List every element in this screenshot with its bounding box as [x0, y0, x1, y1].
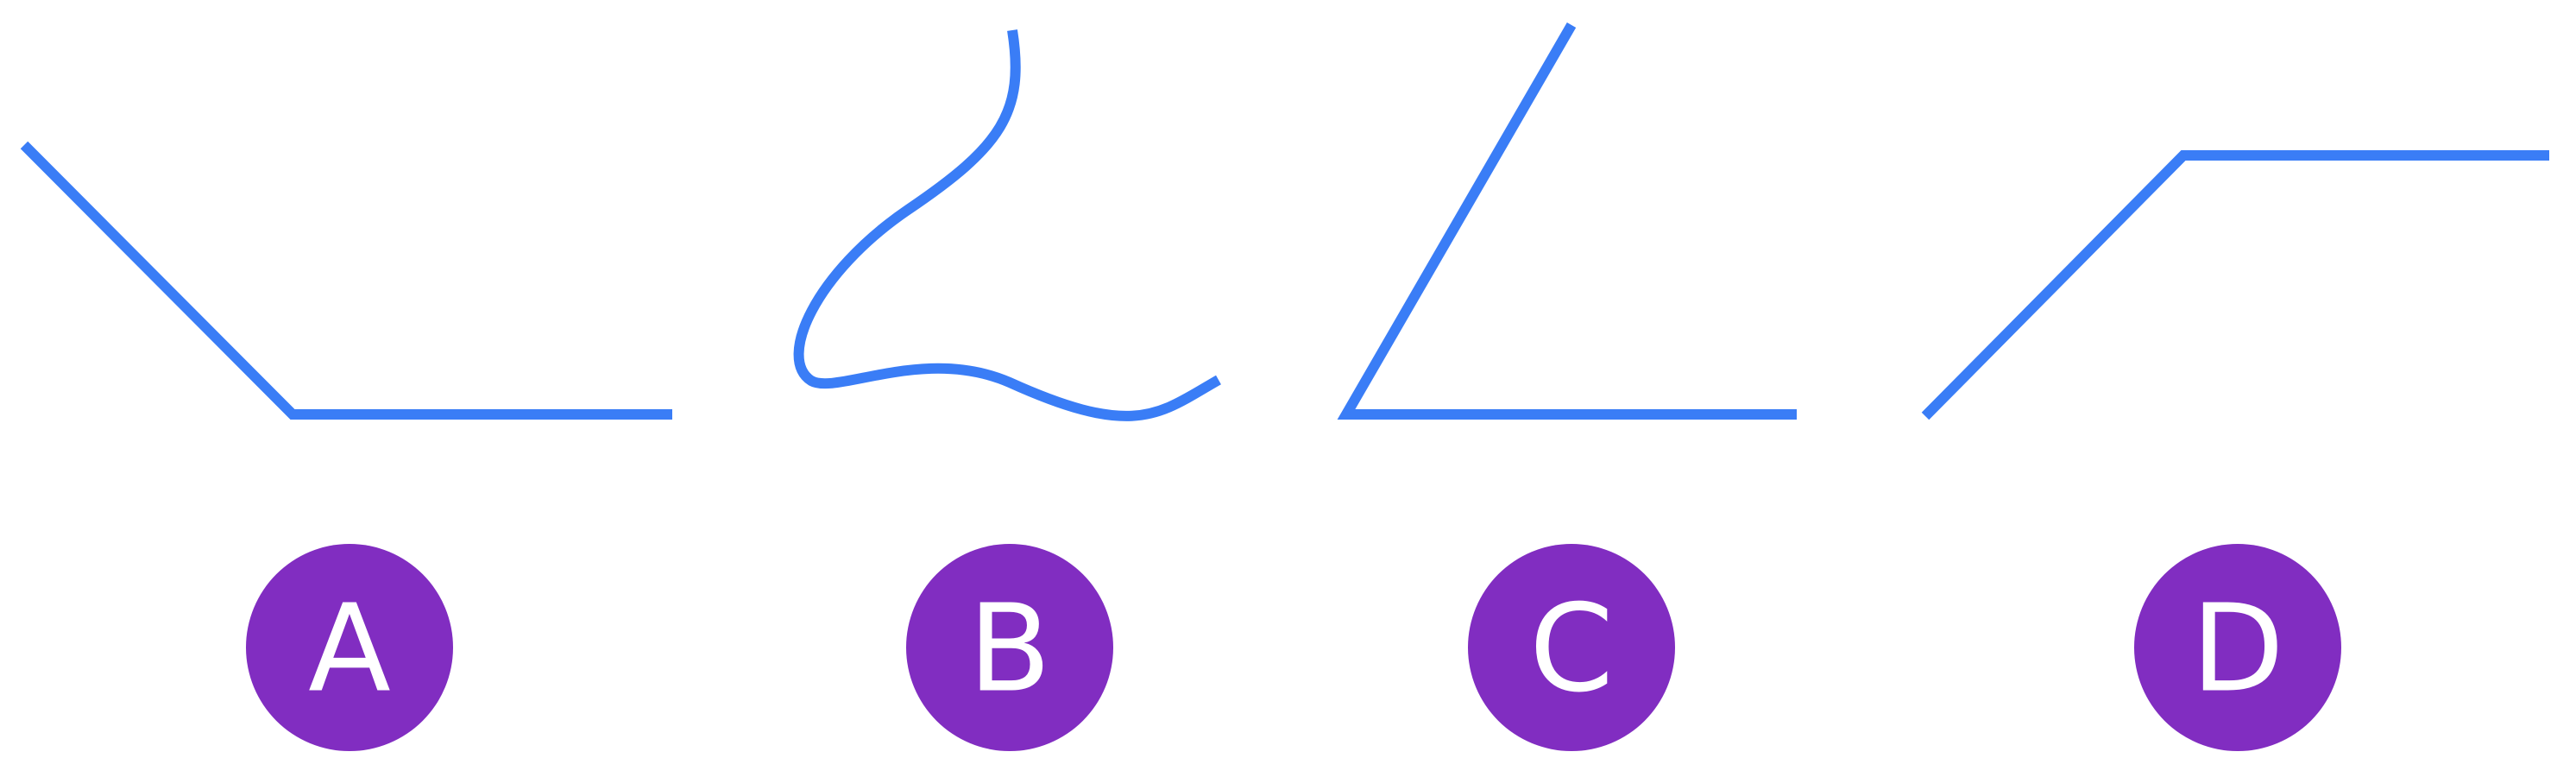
option-b-badge[interactable]: B [906, 544, 1113, 751]
option-c-badge[interactable]: C [1468, 544, 1675, 751]
option-d-shape [1921, 150, 2549, 420]
option-a-label: A [308, 579, 391, 720]
option-d-badge[interactable]: D [2134, 544, 2341, 751]
option-c-label: C [1529, 579, 1614, 720]
option-b-label: B [968, 579, 1051, 720]
option-c-badge-circle [1468, 544, 1675, 751]
option-d-label: D [2191, 579, 2284, 720]
option-d-badge-circle [2134, 544, 2341, 751]
option-b-badge-circle [906, 544, 1113, 751]
option-a-badge[interactable]: A [246, 544, 453, 751]
option-a-shape [20, 141, 672, 420]
option-a-badge-circle [246, 544, 453, 751]
option-b-shape [793, 29, 1221, 421]
option-c-shape [1337, 22, 1797, 420]
